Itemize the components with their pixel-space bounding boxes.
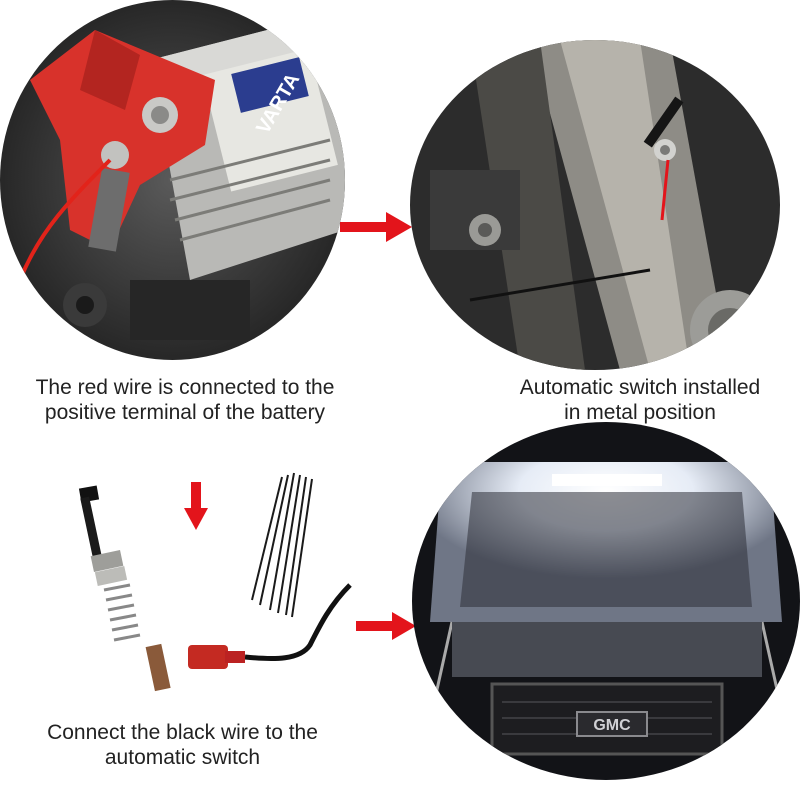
battery-terminal-photo: VARTA — [0, 0, 345, 360]
switch-parts-illustration — [78, 472, 352, 692]
connect-caption-line2: automatic switch — [104, 746, 261, 769]
red-connector-shape — [188, 645, 228, 669]
switch-caption-line1: Automatic switch installed — [519, 376, 761, 399]
right-arrow-icon — [356, 612, 416, 640]
hood-light-illustration: GMC — [412, 422, 800, 780]
pin-switch-shape — [78, 485, 171, 692]
switch-metal-illustration — [410, 40, 780, 370]
battery-caption-line2: positive terminal of the battery — [44, 401, 326, 424]
cable-ties-shape — [251, 472, 313, 618]
switch-caption-line2: in metal position — [564, 401, 716, 424]
truck-badge-text: GMC — [593, 717, 631, 734]
right-arrow-icon — [340, 212, 412, 242]
battery-caption-line1: The red wire is connected to the — [35, 376, 335, 399]
battery-caption: The red wire is connected to the positiv… — [0, 375, 370, 425]
hood-light-photo: GMC — [412, 422, 800, 780]
switch-parts-image — [60, 465, 370, 705]
connect-caption-line1: Connect the black wire to the — [47, 721, 318, 744]
down-arrow-icon — [184, 482, 208, 530]
connect-caption: Connect the black wire to the automatic … — [0, 720, 365, 770]
switch-caption: Automatic switch installed in metal posi… — [480, 375, 800, 425]
battery-engine-illustration: VARTA — [0, 0, 345, 360]
switch-installed-photo — [410, 40, 780, 370]
